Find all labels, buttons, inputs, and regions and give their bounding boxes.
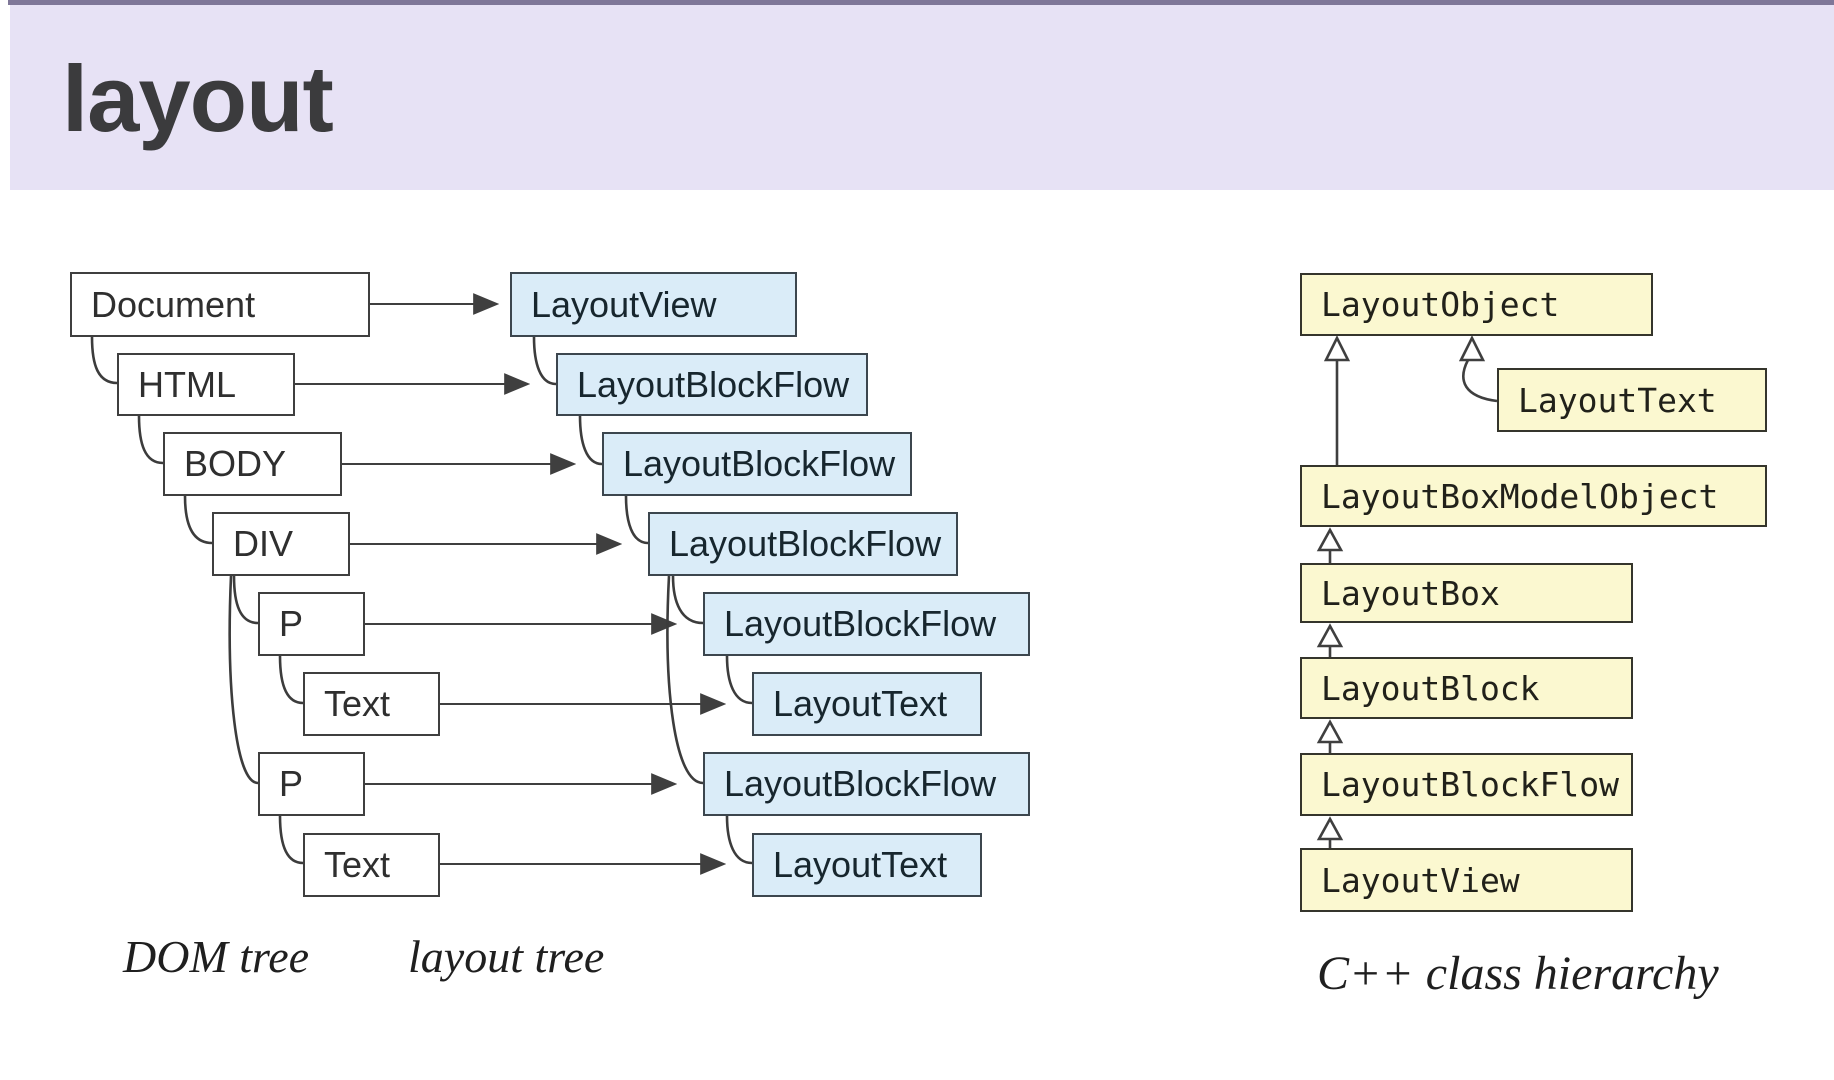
layout-node-layoutblockflow-1: LayoutBlockFlow <box>556 353 868 416</box>
caption-layout-tree: layout tree <box>408 931 605 982</box>
stem-layouttext-layoutobject <box>1462 359 1498 403</box>
edge-document-html <box>90 336 118 385</box>
layout-node-layouttext-1: LayoutText <box>752 672 982 736</box>
dom-node-div: DIV <box>212 512 350 576</box>
cpp-node-layoutblock: LayoutBlock <box>1300 657 1633 719</box>
layout-node-layouttext-2: LayoutText <box>752 833 982 897</box>
edge-lbf5-layouttext2 <box>725 815 753 865</box>
edge-div-p1 <box>232 575 259 625</box>
caption-cpp-class-hierarchy: C++ class hierarchy <box>1317 947 1719 1000</box>
edge-body-div <box>183 495 213 545</box>
inherit-arrowhead-layoutblockflow <box>1316 719 1344 744</box>
layout-node-layoutblockflow-2: LayoutBlockFlow <box>602 432 912 496</box>
layout-node-layoutview: LayoutView <box>510 272 797 337</box>
cpp-inheritance-arrows <box>1316 335 1498 848</box>
dom-node-p-2: P <box>258 752 365 816</box>
caption-dom-tree: DOM tree <box>123 931 310 982</box>
edge-div-p2 <box>228 575 259 785</box>
header-band <box>10 5 1834 190</box>
layout-node-layoutblockflow-3: LayoutBlockFlow <box>648 512 958 576</box>
layout-tree-edges <box>532 336 753 865</box>
edge-p2-text2 <box>278 815 304 865</box>
cpp-node-layoutbox: LayoutBox <box>1300 563 1633 623</box>
edge-html-body <box>137 415 164 465</box>
dom-node-text-2: Text <box>303 833 440 897</box>
cpp-node-layoutview: LayoutView <box>1300 848 1633 912</box>
edge-lbf1-lbf2 <box>578 415 603 466</box>
inherit-arrowhead-layouttext <box>1458 335 1486 362</box>
dom-to-layout-arrows <box>295 293 727 875</box>
dom-tree-edges <box>90 336 304 865</box>
inherit-arrowhead-layoutview <box>1316 816 1344 841</box>
cpp-node-layoutobject: LayoutObject <box>1300 273 1653 336</box>
cpp-node-layouttext: LayoutText <box>1497 368 1767 432</box>
dom-node-p-1: P <box>258 592 365 656</box>
dom-node-document: Document <box>70 272 370 337</box>
dom-node-text-1: Text <box>303 672 440 736</box>
edge-lbf3-lbf4 <box>671 575 704 625</box>
inherit-arrowhead-layoutbox <box>1316 527 1344 552</box>
cpp-node-layoutboxmodelobject: LayoutBoxModelObject <box>1300 465 1767 527</box>
edge-lbf3-lbf5 <box>666 575 704 785</box>
edge-layoutview-lbf1 <box>532 336 557 386</box>
inherit-arrowhead-layoutblock <box>1316 623 1344 648</box>
cpp-node-layoutblockflow: LayoutBlockFlow <box>1300 753 1633 816</box>
edge-lbf4-layouttext1 <box>725 655 753 705</box>
layout-node-layoutblockflow-5: LayoutBlockFlow <box>703 752 1030 816</box>
edge-p1-text1 <box>278 655 304 705</box>
page-title: layout <box>62 46 334 151</box>
dom-node-body: BODY <box>163 432 342 496</box>
inherit-arrowhead-layoutboxmodelobject <box>1323 335 1351 362</box>
header-top-line <box>8 0 1834 5</box>
dom-node-html: HTML <box>117 353 295 416</box>
edge-lbf2-lbf3 <box>624 495 649 545</box>
layout-node-layoutblockflow-4: LayoutBlockFlow <box>703 592 1030 656</box>
